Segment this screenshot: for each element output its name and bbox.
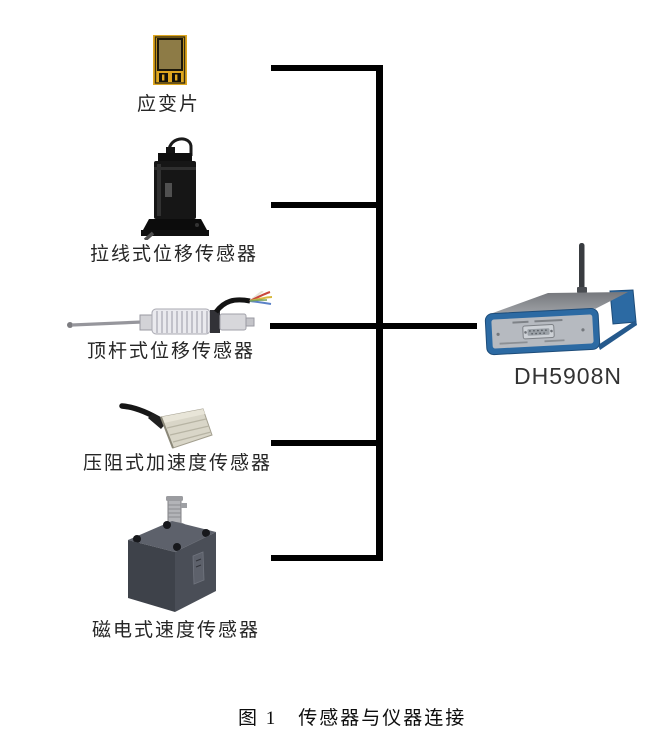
sensor-group-push-rod [64,291,274,339]
figure-caption: 图 1 传感器与仪器连接 [238,708,467,729]
connector-line-vertical-bus [376,65,383,561]
sensor-label: 拉线式位移传感器 [90,244,259,265]
connector-line-velocity-sensor [271,555,383,561]
device-connector-port [522,324,555,340]
dh5908n-device-icon [484,243,637,356]
sensor-group-pull-wire [140,133,210,240]
sensor-group-velocity [122,495,222,616]
strain-gauge-icon [153,35,187,85]
piezoresistive-accelerometer-icon [119,403,213,449]
dh5908n-device [460,238,665,368]
connector-line-to-instrument [270,323,477,329]
connector-line-accelerometer [271,440,383,446]
instrument-label: DH5908N [514,363,622,389]
sensor-label: 磁电式速度传感器 [92,620,261,641]
device-bottom-edge [598,320,637,350]
device-front-panel [484,307,601,356]
push-rod-displacement-sensor-icon [67,291,273,335]
sensor-group-strain-gauge [153,35,187,85]
connector-line-pull-wire-sensor [271,202,383,208]
pull-wire-displacement-sensor-icon [141,137,209,240]
sensor-label: 顶杆式位移传感器 [87,341,256,362]
connector-line-strain-gauge [271,65,383,71]
sensor-group-accelerometer [115,397,215,454]
sensor-label: 应变片 [137,94,201,115]
device-antenna [577,243,587,293]
magnetoelectric-velocity-sensor-icon [128,496,216,612]
sensor-label: 压阻式加速度传感器 [83,453,273,474]
